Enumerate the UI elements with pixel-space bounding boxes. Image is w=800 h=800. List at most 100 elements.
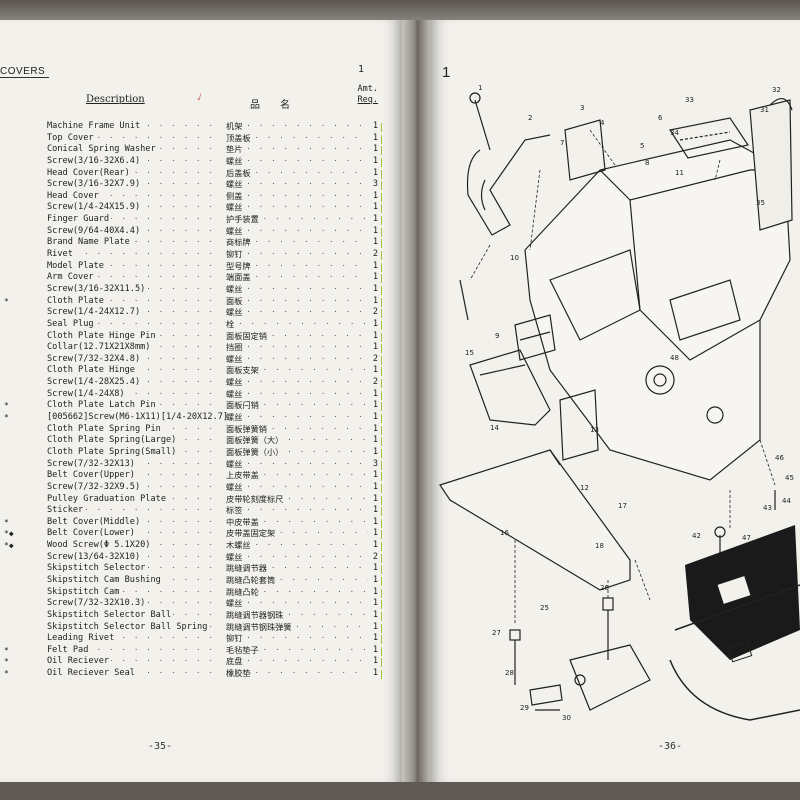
part-quantity: 1 — [372, 342, 378, 353]
part-description: Screw(1/4-24X15.9) — [47, 202, 143, 213]
leader-dots-right: · · · · · · · · · · · · · · · · · · — [238, 319, 368, 328]
leader-dots: · · · · · · · · · · · · · · · · · · · · … — [47, 319, 220, 328]
part-chinese-name: 木螺丝 — [226, 540, 251, 551]
callout: 35 — [756, 199, 765, 207]
part-chinese-name: 螺丝 — [226, 598, 243, 609]
part-description: Screw(1/4-24X8) — [47, 388, 127, 399]
leader-dots-right: · · · · · · · · · · · · · · · · · · — [246, 506, 368, 515]
part-quantity: 1 — [372, 121, 378, 131]
highlight-tick — [381, 309, 382, 319]
part-chinese-name: 螺丝 — [226, 307, 243, 318]
part-quantity: 3 — [372, 458, 378, 469]
part-quantity: 1 — [372, 470, 378, 481]
part-chinese-name: 螺丝 — [226, 412, 243, 423]
part-mark: * — [4, 413, 9, 423]
part-description: Machine Frame Unit — [47, 121, 143, 131]
parts-row: · · · · · · · · · · · · · · · · · · · · … — [0, 621, 402, 634]
leader-dots-right: · · · · · · · · · · · · · · · · · · — [246, 203, 368, 212]
parts-row: · · · · · · · · · · · · · · · · · · · · … — [0, 167, 402, 180]
part-chinese-name: 顶盖板 — [226, 132, 251, 143]
parts-row: · · · · · · · · · · · · · · · · · · · · … — [0, 598, 402, 610]
highlight-tick — [381, 379, 382, 389]
callout: 33 — [685, 96, 694, 104]
highlight-tick — [381, 123, 382, 132]
parts-row: · · · · · · · · · · · · · · · · · · · · … — [0, 307, 402, 319]
part-description: Cloth Plate Spring Pin — [47, 423, 163, 434]
parts-row: *◆· · · · · · · · · · · · · · · · · · · … — [0, 540, 402, 552]
part-chinese-name: 螺丝 — [226, 179, 243, 190]
header-amt: Amt. — [357, 84, 378, 94]
part-quantity: 1 — [372, 318, 378, 329]
part-chinese-name: 面板弹簧（小） — [226, 446, 284, 457]
parts-row: · · · · · · · · · · · · · · · · · · · · … — [0, 574, 402, 587]
highlight-tick — [381, 542, 382, 552]
part-chinese-name: 底盘 — [226, 656, 243, 667]
leader-dots-right: · · · · · · · · · · · · · · · · · · — [246, 156, 368, 165]
highlight-tick — [381, 251, 382, 261]
part-chinese-name: 后盖板 — [226, 167, 251, 178]
part-description: Head Cover(Rear) — [47, 167, 132, 178]
part-quantity: 1 — [372, 586, 378, 597]
parts-row: *· · · · · · · · · · · · · · · · · · · ·… — [0, 516, 402, 529]
part-mark: *◆ — [4, 541, 14, 551]
part-chinese-name: 螺丝 — [226, 202, 243, 213]
highlight-tick — [381, 239, 382, 249]
part-quantity: 1 — [372, 574, 378, 585]
callout: 25 — [540, 604, 549, 612]
part-quantity: 1 — [372, 283, 378, 294]
highlight-tick — [381, 495, 382, 505]
part-chinese-name: 面板固定销 — [226, 330, 267, 341]
part-description: Screw(1/4-28X25.4) — [47, 377, 143, 388]
part-quantity: 1 — [372, 272, 378, 283]
callout: 16 — [500, 529, 509, 537]
part-description: Belt Cover(Upper) — [47, 470, 137, 481]
part-description: [005662]Screw(M6-1X11)[1/4-20X12.7] — [47, 412, 231, 423]
parts-row: · · · · · · · · · · · · · · · · · · · · … — [0, 214, 402, 226]
part-quantity: 1 — [372, 668, 378, 679]
part-quantity: 1 — [372, 202, 378, 213]
leader-dots-right: · · · · · · · · · · · · · · · · · · — [254, 238, 368, 247]
part-quantity: 1 — [372, 225, 378, 236]
highlight-tick — [381, 460, 382, 470]
highlight-tick — [381, 297, 382, 307]
top-cover-plate — [669, 117, 749, 159]
highlight-tick — [381, 402, 382, 412]
highlight-tick — [381, 530, 382, 540]
highlight-tick — [381, 646, 382, 656]
highlight-tick — [381, 367, 382, 377]
parts-row: · · · · · · · · · · · · · · · · · · · · … — [0, 272, 402, 284]
part-mark: * — [4, 669, 9, 679]
callout: 11 — [675, 169, 684, 177]
part-description: Sticker — [47, 505, 86, 516]
leader-dots-right: · · · · · · · · · · · · · · · · · · — [246, 191, 368, 200]
leader-dots: · · · · · · · · · · · · · · · · · · · · … — [47, 261, 220, 270]
parts-row: · · · · · · · · · · · · · · · · · · · · … — [0, 144, 402, 156]
part-chinese-name: 皮带轮刻度标尺 — [226, 493, 284, 504]
part-quantity: 1 — [372, 540, 378, 551]
head-cover-rear — [564, 119, 606, 181]
part-chinese-name: 螺丝 — [226, 155, 243, 166]
highlight-tick — [381, 146, 382, 156]
book-gutter — [402, 20, 430, 782]
leader-dots-right: · · · · · · · · · · · · · · · · · · — [246, 296, 368, 305]
part-quantity: 1 — [372, 190, 378, 201]
leader-dots-right: · · · · · · · · · · · · · · · · · · — [262, 517, 368, 526]
highlight-tick — [381, 320, 382, 330]
parts-row: · · · · · · · · · · · · · · · · · · · · … — [0, 202, 402, 214]
highlight-tick — [381, 285, 382, 295]
part-chinese-name: 上皮带盖 — [226, 470, 259, 481]
part-quantity: 1 — [372, 412, 378, 423]
part-description: Cloth Plate Spring(Large) — [47, 435, 179, 446]
leader-dots-right: · · · · · · · · · · · · · · · · · · — [246, 378, 368, 387]
part-description: Belt Cover(Lower) — [47, 528, 137, 539]
hinge-block — [514, 314, 556, 361]
part-chinese-name: 护手装置 — [226, 214, 259, 225]
highlight-tick — [381, 670, 382, 680]
part-quantity: 1 — [372, 167, 378, 178]
part-quantity: 1 — [372, 656, 378, 667]
highlight-tick — [381, 658, 382, 668]
part-description: Leading Rivet — [47, 633, 117, 644]
leader-dots-right: · · · · · · · · · · · · · · · · · · — [254, 273, 368, 282]
leader-dots-right: · · · · · · · · · · · · · · · · · · — [279, 529, 368, 538]
parts-row: · · · · · · · · · · · · · · · · · · · · … — [0, 563, 402, 575]
